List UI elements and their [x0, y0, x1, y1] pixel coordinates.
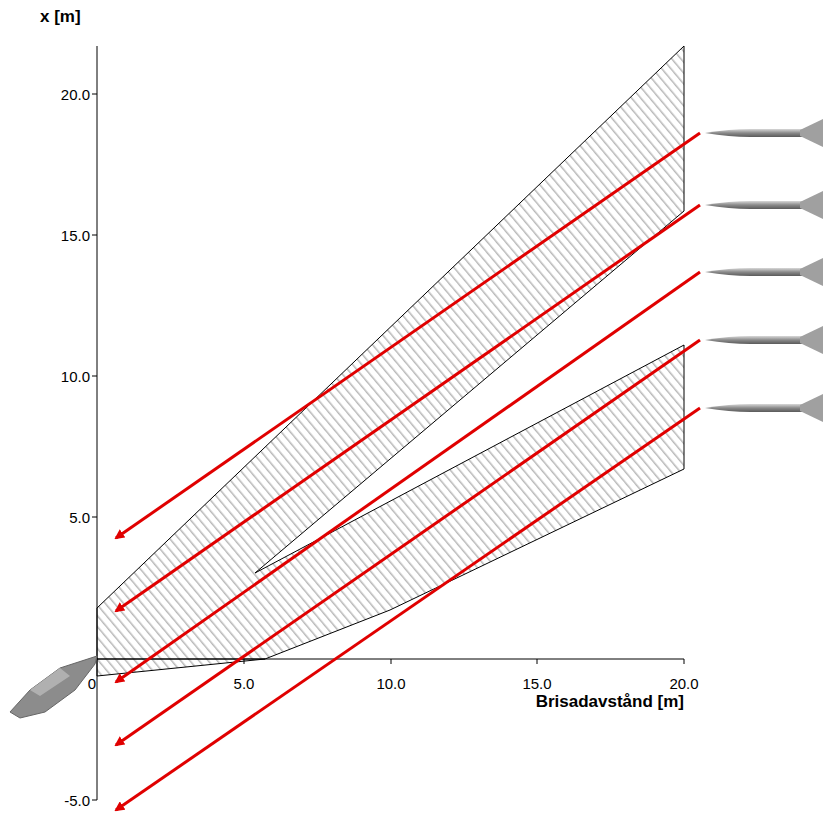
axis-title: x [m]: [40, 8, 81, 25]
tick-label: 5.0: [69, 510, 90, 525]
tick-label: 15.0: [522, 676, 551, 691]
tick-label: -5.0: [64, 793, 90, 808]
tick-label: 10.0: [61, 369, 90, 384]
tick-label: 20.0: [669, 676, 698, 691]
tick-label: 10.0: [376, 676, 405, 691]
tick-label: 20.0: [61, 87, 90, 102]
hatched-region: [97, 46, 684, 676]
tick-label: 0: [88, 676, 96, 691]
axis-title: Brisadavstånd [m]: [536, 693, 684, 710]
missile-icon: [705, 119, 823, 422]
tick-label: 15.0: [61, 228, 90, 243]
tick-label: 5.0: [234, 676, 255, 691]
shell-icon: [10, 656, 97, 718]
fragment-trajectory: [116, 133, 700, 810]
